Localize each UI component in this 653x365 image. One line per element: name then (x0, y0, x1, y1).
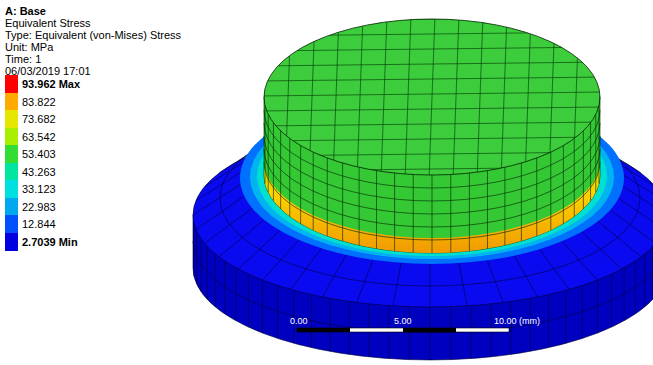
legend-swatch (5, 215, 18, 233)
legend-value: 73.682 (22, 113, 56, 125)
scale-label: 10.00 (mm) (494, 315, 540, 327)
legend-value: 22.983 (22, 201, 56, 213)
legend-swatch (5, 75, 18, 93)
legend-swatch (5, 233, 18, 251)
legend-swatch (5, 163, 18, 181)
legend-value: 53.403 (22, 148, 56, 160)
top-mesh (260, 15, 604, 180)
result-name: Equivalent Stress (5, 17, 91, 29)
legend-value: 93.962 Max (22, 78, 80, 90)
legend-value: 83.822 (22, 96, 56, 108)
legend-value: 12.844 (22, 218, 56, 230)
result-unit: Unit: MPa (5, 41, 53, 53)
result-title: A: Base (5, 5, 46, 17)
scale-label: 0.00 (290, 315, 308, 327)
legend-value: 2.7039 Min (22, 236, 78, 248)
legend-swatch (5, 198, 18, 216)
scale-label: 5.00 (394, 315, 412, 327)
scale-bar (297, 328, 509, 332)
legend-value: 63.542 (22, 131, 56, 143)
legend-swatch (5, 180, 18, 198)
result-time: Time: 1 (5, 53, 41, 65)
result-type: Type: Equivalent (von-Mises) Stress (5, 29, 181, 41)
legend-swatch (5, 93, 18, 111)
legend-swatch (5, 128, 18, 146)
legend-value: 33.123 (22, 183, 56, 195)
legend-value: 43.263 (22, 166, 56, 178)
legend-swatch (5, 110, 18, 128)
legend-swatch (5, 145, 18, 163)
